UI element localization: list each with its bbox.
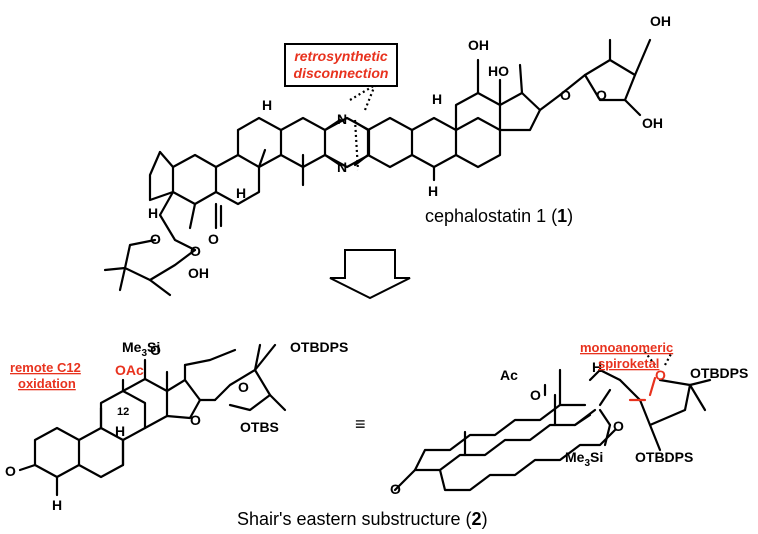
h-label-7: H	[115, 423, 125, 439]
remote-c12-note-line2: oxidation	[18, 376, 76, 391]
otbs-label: OTBS	[240, 419, 279, 435]
oxygen-label-5: O	[190, 412, 201, 428]
compound-2-flat-structure	[18, 343, 287, 497]
ketone-oxygen-label: O	[208, 231, 219, 247]
oh-label-4: OH	[188, 265, 209, 281]
h-label-1: H	[262, 97, 272, 113]
otbdps-label-3: OTBDPS	[635, 449, 693, 465]
nitrogen-label-2: N	[337, 159, 347, 175]
spiroketal-note-line1: monoanomeric	[580, 340, 673, 355]
otbdps-label-2: OTBDPS	[690, 365, 748, 381]
ho-label: HO	[488, 63, 509, 79]
compound-2-3d-structure	[393, 368, 712, 492]
disconnection-box	[284, 43, 398, 87]
spiroketal-oxygen-label: O	[655, 367, 666, 383]
nitrogen-label-1: N	[337, 111, 347, 127]
remote-c12-note-line1: remote C12	[10, 360, 81, 375]
me3si-label-1: Me3Si	[122, 339, 160, 359]
oxygen-label-4: O	[150, 231, 161, 247]
retrosynthetic-arrow	[329, 249, 411, 300]
h-label-3: H	[148, 205, 158, 221]
me3si-label-2: Me3Si	[565, 449, 603, 469]
cephalostatin-structure	[103, 38, 652, 297]
oh-label-2: OH	[650, 13, 671, 29]
oxygen-label-1: O	[560, 87, 571, 103]
h-label-6: H	[52, 497, 62, 513]
ketone-oxygen-label-3: O	[390, 481, 401, 497]
caption-compound-2: Shair's eastern substructure (2)	[237, 509, 488, 529]
h-label-4: H	[432, 91, 442, 107]
caption-compound-1: cephalostatin 1 (1)	[425, 206, 573, 226]
h-label-5: H	[428, 183, 438, 199]
c12-label: 12	[117, 406, 129, 418]
disconnection-label-line2: disconnection	[294, 65, 389, 81]
oxygen-label-8: O	[530, 387, 541, 403]
oxygen-label-6: O	[150, 342, 161, 358]
equivalence-sign: ≡	[355, 414, 366, 434]
h-label-8: H	[592, 359, 602, 375]
otbdps-label-1: OTBDPS	[290, 339, 348, 355]
spiroketal-note-line2: spiroketal	[598, 356, 659, 371]
oxygen-label-2: O	[596, 87, 607, 103]
oh-label-3: OH	[642, 115, 663, 131]
oh-label-1: OH	[468, 37, 489, 53]
disconnection-label-line1: retrosynthetic	[294, 48, 388, 64]
h-label-2: H	[236, 185, 246, 201]
oxygen-label-3: O	[190, 243, 201, 259]
oxygen-label-9: O	[613, 418, 624, 434]
spiroketal-bond-2	[648, 376, 657, 397]
oxygen-label-7: O	[238, 379, 249, 395]
ketone-oxygen-label-2: O	[5, 463, 16, 479]
oac-label: OAc	[115, 362, 144, 378]
ac-label: Ac	[500, 367, 518, 383]
